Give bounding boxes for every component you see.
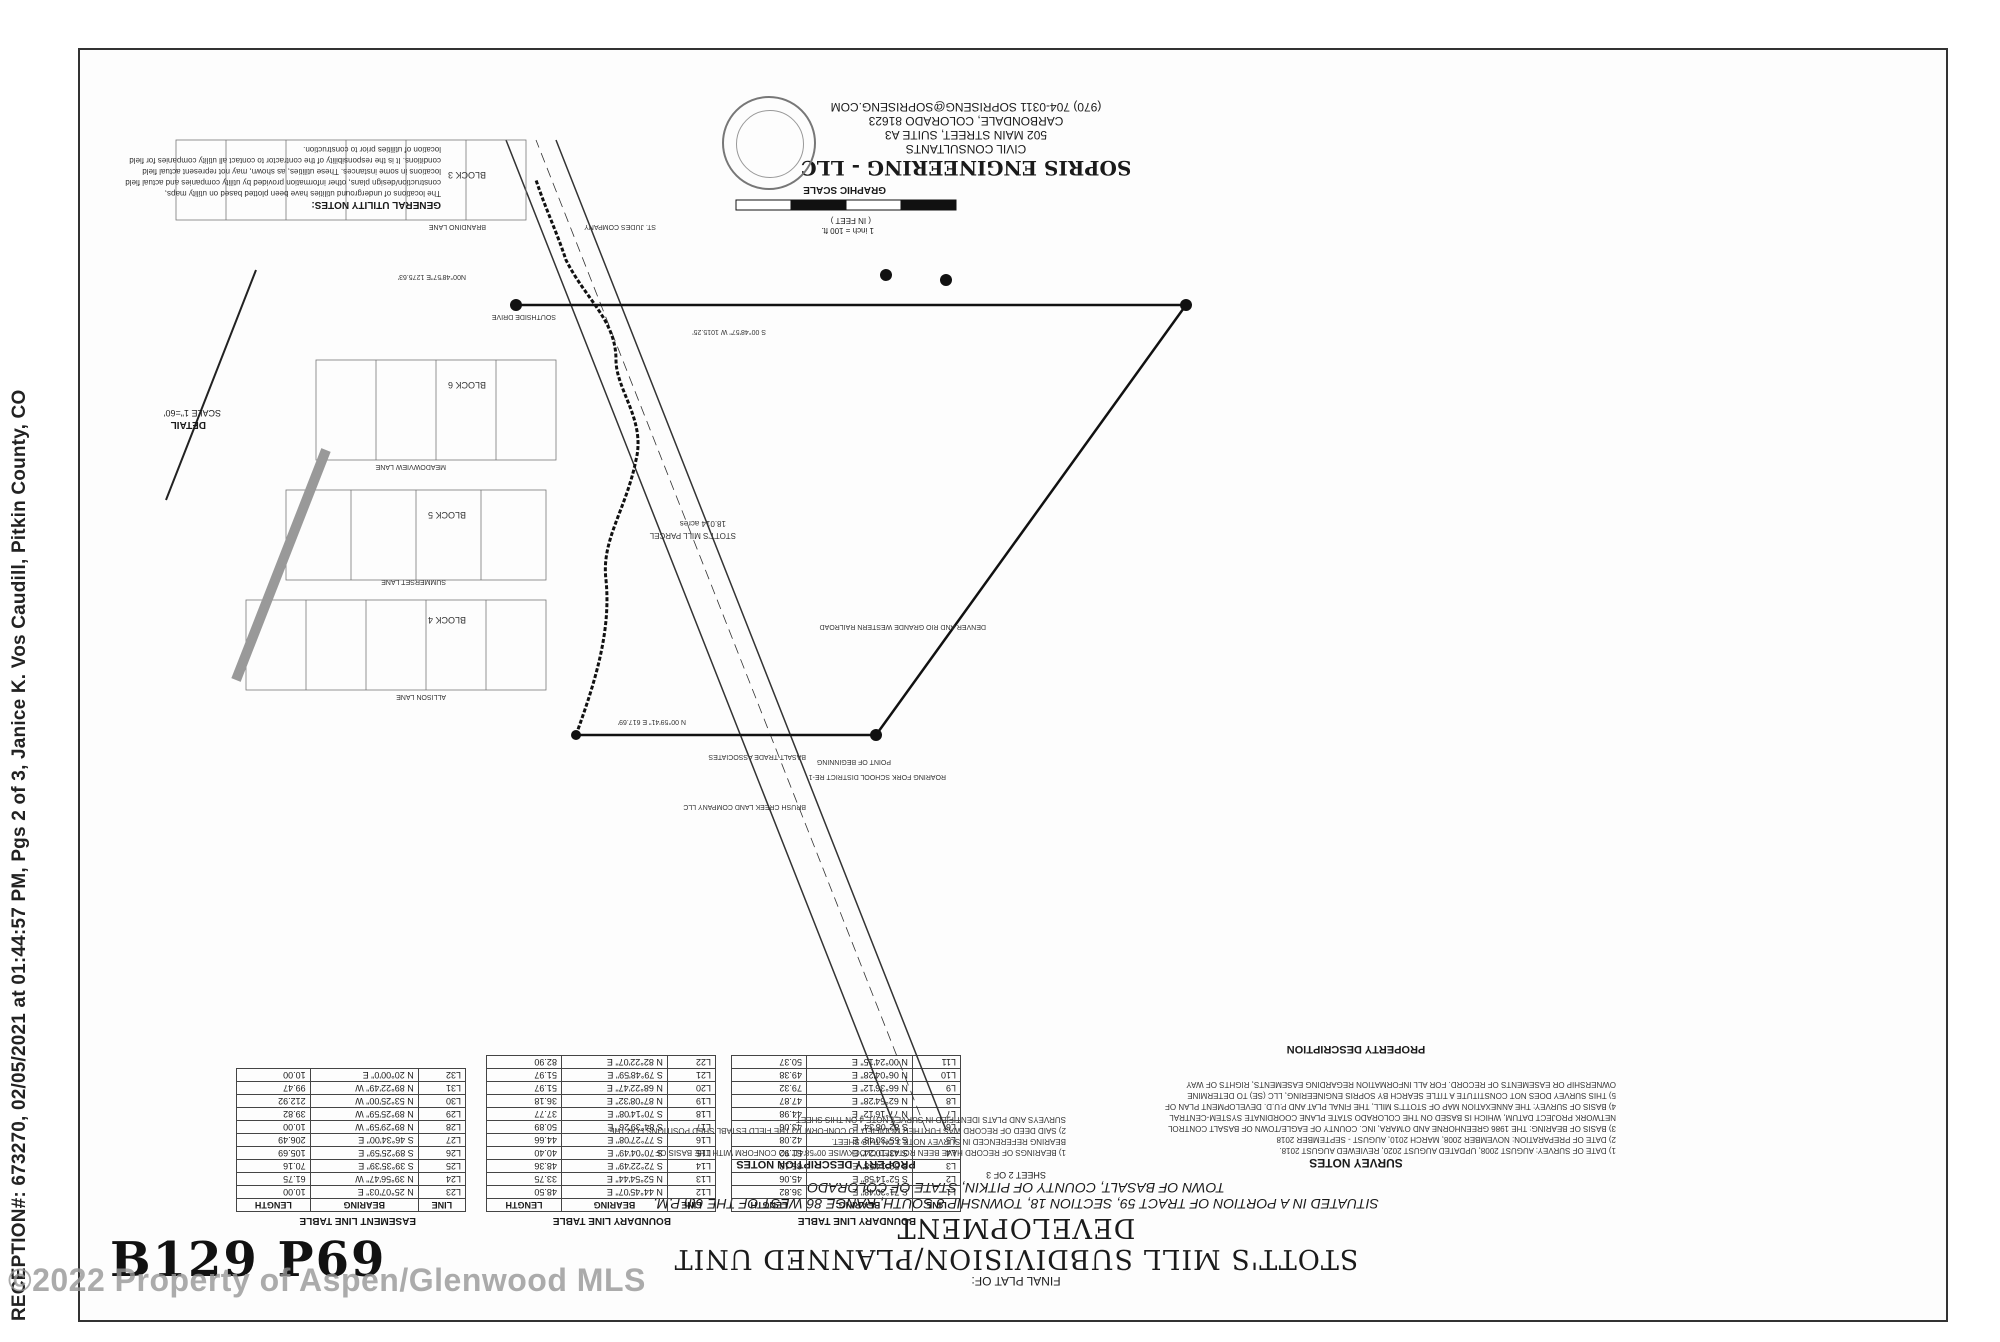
block-6-label: BLOCK 6 — [447, 380, 486, 390]
gu-line-1: The locations of underground utilities h… — [164, 189, 441, 198]
survey-monuments — [510, 269, 1192, 741]
graphic-scale-ratio: 1 inch = 100 ft. — [821, 226, 874, 235]
firm-name: SOPRIS ENGINEERING - LLC — [800, 156, 1132, 180]
block-5-label: BLOCK 5 — [427, 510, 466, 520]
general-utility-heading: GENERAL UTILITY NOTES: — [311, 199, 441, 210]
gu-line-3: locations in some instances. These utili… — [142, 167, 441, 176]
plat-map — [165, 139, 1192, 1131]
lot-lines — [175, 139, 557, 691]
st-judes-label: ST. JUDES COMPANY — [584, 223, 656, 230]
mls-watermark: ©2022 Property of Aspen/Glenwood MLS — [8, 1262, 646, 1298]
graphic-scale-units: ( IN FEET ) — [830, 216, 871, 225]
ditch-boundary — [534, 179, 640, 736]
southside-drive-label: SOUTHSIDE DRIVE — [491, 313, 556, 320]
bearing-south-label: N 00°59'41" E 617.69' — [617, 718, 686, 725]
reception-stamp: RECEPTION#: 673270, 02/05/2021 at 01:44:… — [9, 389, 30, 1321]
block-3-label: BLOCK 3 — [447, 170, 486, 180]
detail-heading: DETAIL — [170, 419, 206, 430]
gu-line-5: location of utilities prior to construct… — [303, 145, 441, 154]
pob-label: POINT OF BEGINNING — [816, 758, 891, 765]
summerset-lane-label: SUMMERSET LANE — [381, 578, 446, 585]
bearing-main-label: S 00°48'57" W 1015.25' — [692, 328, 766, 335]
brandino-lane-label: BRANDINO LANE — [428, 223, 486, 230]
railroad-label: DENVER AND RIO GRANDE WESTERN RAILROAD — [819, 623, 986, 630]
roaring-fork-label: ROARING FORK SCHOOL DISTRICT RE-1 — [808, 773, 946, 780]
railroad-corridor — [505, 139, 947, 1131]
basalt-trade-label: BASALT TRADE ASSOCIATES — [708, 753, 806, 760]
firm-role: CIVIL CONSULTANTS — [905, 142, 1027, 156]
bearing-top-label: N00°48'57"E 1275.63' — [397, 273, 466, 280]
detail-scale: SCALE 1"=60' — [163, 408, 221, 418]
plat-sheet: FINAL PLAT OF: STOTT'S MILL SUBDIVISION/… — [78, 48, 1948, 1322]
plat-drawing: FINAL PLAT OF: STOTT'S MILL SUBDIVISION/… — [80, 50, 1946, 1320]
gu-line-4: conditions. It is the responsibility of … — [129, 156, 441, 165]
parcel-area-label: 18.014 acres — [679, 519, 726, 528]
parcel-boundary — [516, 303, 1188, 737]
detail-inset — [165, 269, 331, 682]
firm-contact: (970) 704-0311 SOPRISENG@SOPRISENG.COM — [830, 100, 1102, 114]
firm-block: SOPRIS ENGINEERING - LLC CIVIL CONSULTAN… — [766, 100, 1166, 180]
brush-creek-label: BRUSH CREEK LAND COMPANY LLC — [683, 803, 806, 810]
graphic-scale-title: GRAPHIC SCALE — [803, 184, 886, 195]
firm-address: 502 MAIN STREET, SUITE A3 — [884, 128, 1048, 142]
book-page-annotation: B129 P69 — [110, 1232, 387, 1288]
firm-city: CARBONDALE, COLORADO 81623 — [868, 114, 1064, 128]
parcel-label: STOTT'S MILL PARCEL — [649, 531, 736, 540]
general-utility-notes: GENERAL UTILITY NOTES: The locations of … — [101, 144, 441, 210]
seal-inner-ring — [736, 110, 804, 178]
gu-line-2: construction/design plans, other informa… — [125, 178, 441, 187]
meadowview-lane-label: MEADOWVIEW LANE — [375, 463, 446, 470]
block-4-label: BLOCK 4 — [427, 615, 466, 625]
surveyor-seal — [722, 96, 816, 190]
allison-lane-label: ALLISON LANE — [396, 693, 446, 700]
graphic-scale — [735, 199, 957, 211]
